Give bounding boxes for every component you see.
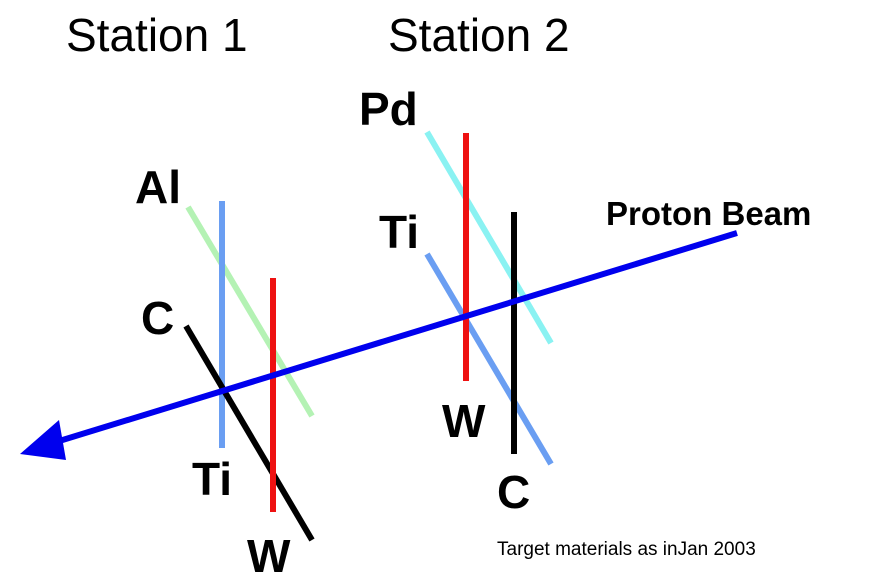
proton-beam-line [55,230,738,445]
station-2-title: Station 2 [388,9,570,61]
station1-al-label: Al [135,161,181,213]
proton-beam-label: Proton Beam [606,195,811,232]
station1-w-label: W [247,530,291,572]
station2-c-label: C [497,466,530,518]
station2-pd-label: Pd [359,83,418,135]
station1-c-target [183,324,315,542]
station1-ti-label: Ti [192,453,232,505]
station1-c-label: C [141,292,174,344]
proton-beam-arrowhead [20,420,66,460]
station2-w-label: W [442,395,486,447]
station1-al-target [185,205,315,418]
station2-ti-label: Ti [379,206,419,258]
station2-ti-target [424,252,554,466]
station-1-title: Station 1 [66,9,248,61]
station2-pd-target [424,130,554,345]
diagram-caption: Target materials as inJan 2003 [497,539,756,560]
